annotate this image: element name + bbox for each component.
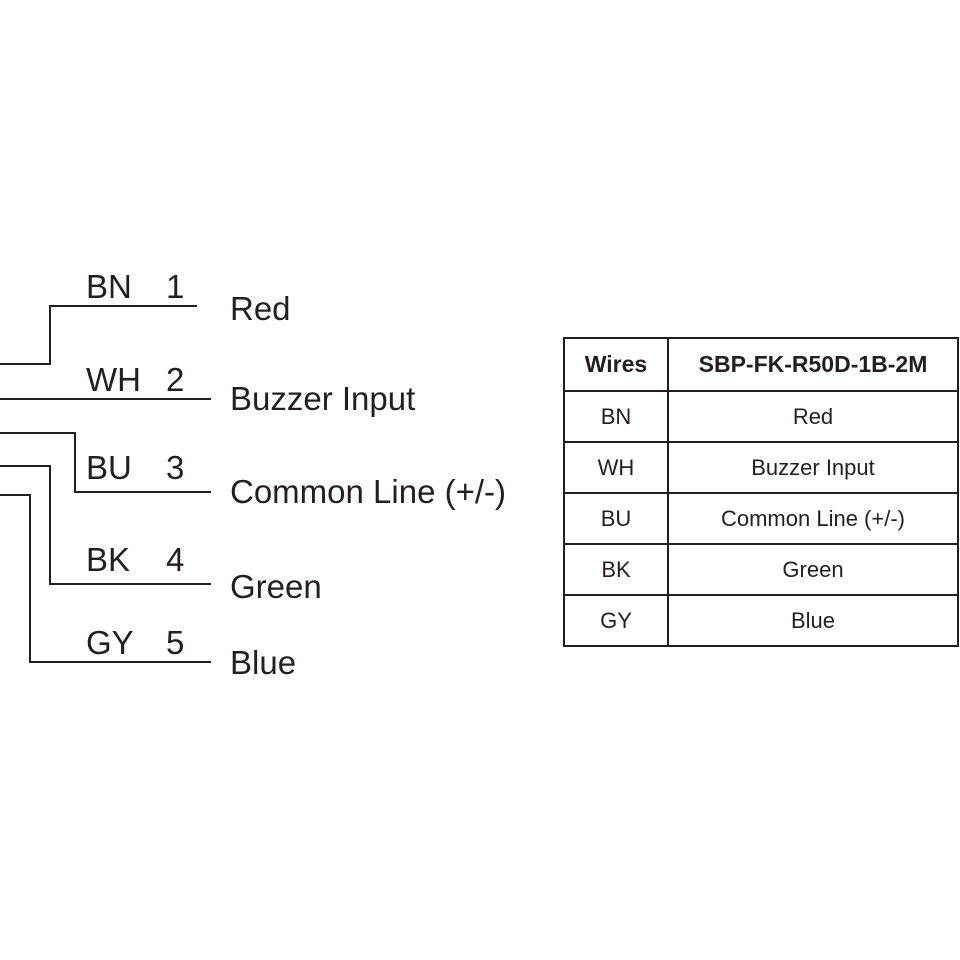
- wire-path-bn: [0, 305, 197, 365]
- header-wires: Wires: [563, 337, 669, 392]
- table-row: GY Blue: [563, 594, 959, 647]
- table-row: BN Red: [563, 390, 959, 443]
- table-cell-wire: WH: [563, 441, 669, 494]
- pin-number-2: 2: [166, 361, 184, 398]
- header-model-number: SBP-FK-R50D-1B-2M: [667, 337, 959, 392]
- table-cell-function: Green: [667, 543, 959, 596]
- table-cell-wire: BU: [563, 492, 669, 545]
- signal-label-common-line: Common Line (+/-): [230, 473, 506, 510]
- table-row: BK Green: [563, 543, 959, 596]
- pin-number-4: 4: [166, 541, 184, 578]
- table-cell-function: Blue: [667, 594, 959, 647]
- wire-code-wh: WH: [86, 361, 141, 398]
- table-cell-function: Red: [667, 390, 959, 443]
- wire-path-bk: [0, 465, 211, 585]
- wire-code-bu: BU: [86, 449, 132, 486]
- signal-label-red: Red: [230, 290, 291, 327]
- table-header-row: Wires SBP-FK-R50D-1B-2M: [563, 337, 959, 392]
- wire-path-gy: [0, 494, 211, 663]
- table-cell-wire: BK: [563, 543, 669, 596]
- table-cell-function: Buzzer Input: [667, 441, 959, 494]
- signal-label-green: Green: [230, 568, 322, 605]
- wire-function-table: Wires SBP-FK-R50D-1B-2M BN Red WH Buzzer…: [563, 337, 959, 647]
- table-row: BU Common Line (+/-): [563, 492, 959, 545]
- pin-number-1: 1: [166, 268, 184, 305]
- table-cell-function: Common Line (+/-): [667, 492, 959, 545]
- wire-path-bu: [0, 432, 211, 493]
- table-row: WH Buzzer Input: [563, 441, 959, 494]
- signal-label-blue: Blue: [230, 644, 296, 681]
- wire-code-gy: GY: [86, 624, 134, 661]
- signal-label-buzzer-input: Buzzer Input: [230, 380, 415, 417]
- pin-number-5: 5: [166, 624, 184, 661]
- wire-code-bn: BN: [86, 268, 132, 305]
- pin-number-3: 3: [166, 449, 184, 486]
- wire-code-bk: BK: [86, 541, 130, 578]
- table-cell-wire: GY: [563, 594, 669, 647]
- table-cell-wire: BN: [563, 390, 669, 443]
